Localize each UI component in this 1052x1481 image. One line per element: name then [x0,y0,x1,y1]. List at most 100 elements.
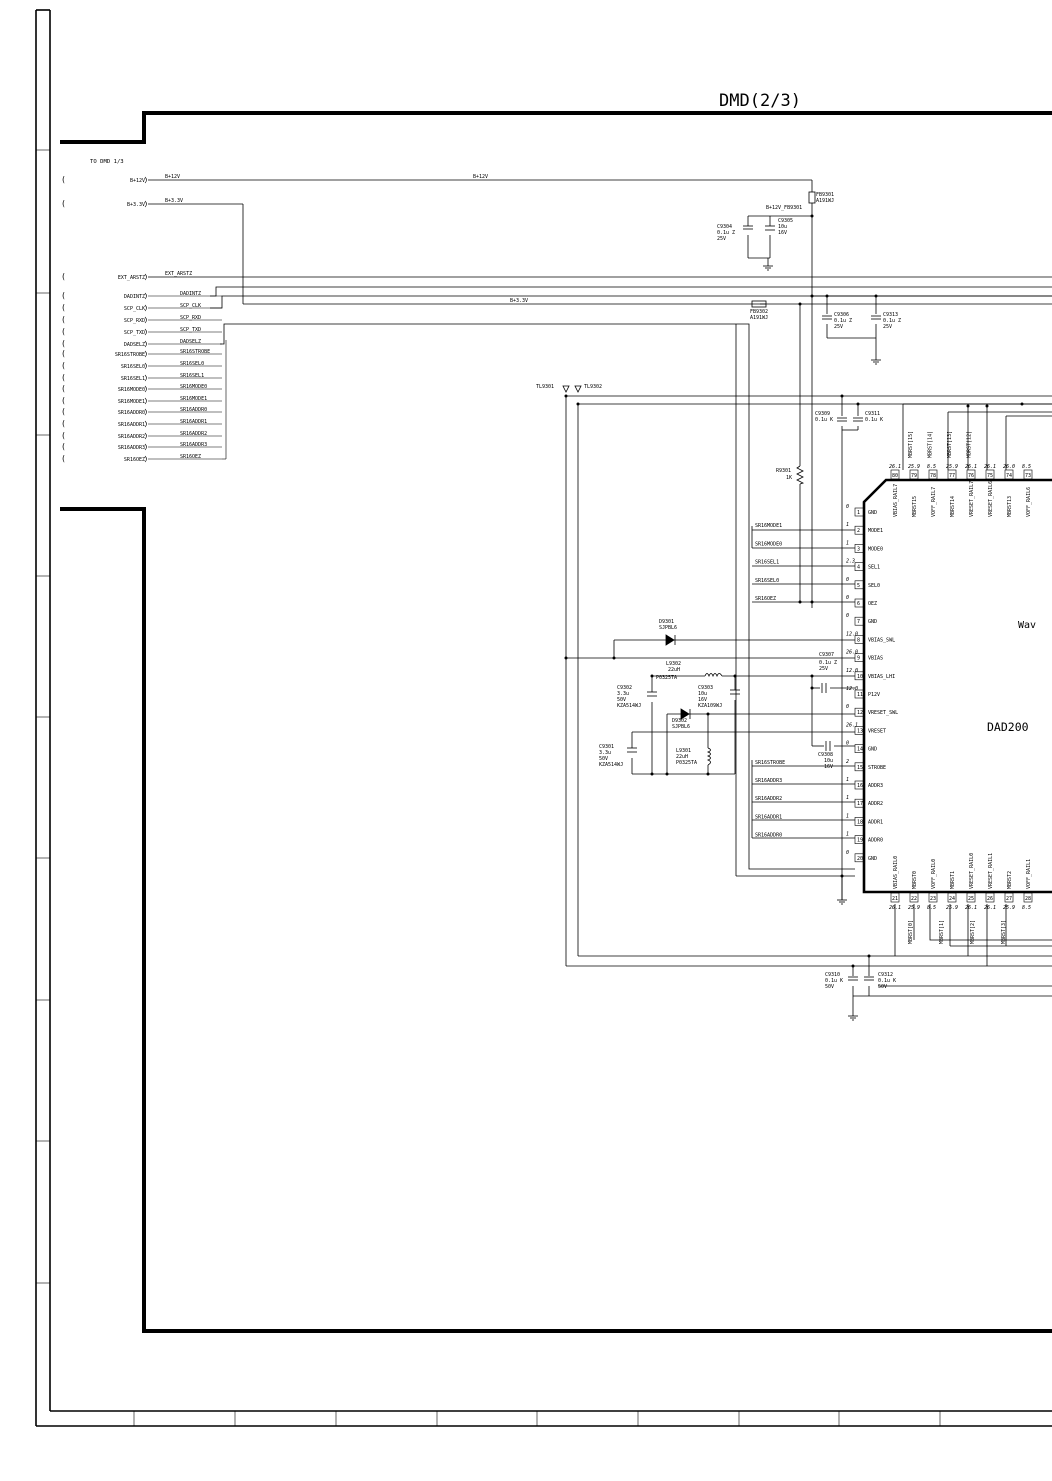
pin-box [1023,892,1033,903]
component-labels: FB9301 A191WJ B+12V_FB9301 C9304 0.1u Z … [473,174,901,990]
ic-bottom-pins: 2126.1VBIAS_RAIL02225.9MBRST0238.5VOFF_R… [889,853,1033,944]
connector-list: (B+12VB+12V(B+3.3VB+3.3V(EXT_ARSTZEXT_AR… [61,174,227,463]
connector-label: SCP_TXD [124,330,145,336]
svg-text:KZA109WJ: KZA109WJ [698,703,722,709]
pin-name: MBRST1 [950,871,956,889]
svg-text:0.1u Z: 0.1u Z [883,318,901,324]
pin-name: VOFF_RAIL7 [931,487,937,517]
pin-voltage: 12.0 [846,668,858,674]
net-label: SR16MODE1 [180,396,207,402]
pin-net-label: SR16MODE1 [755,523,782,529]
connector-paren: ( [61,349,66,358]
bottom-net-label: MBRST[1] [939,920,945,944]
pin-name: VBIAS_RAIL7 [893,484,899,517]
net-label: DADINTZ [180,291,201,297]
pin-voltage: 0 [846,741,849,747]
svg-text:A191WJ: A191WJ [750,315,768,321]
svg-text:0.1u K: 0.1u K [815,417,833,423]
pin-voltage: 12.0 [846,686,858,692]
svg-text:22uH: 22uH [676,754,688,760]
pin-voltage: 0 [846,850,849,856]
pin-net-label: SR16STROBE [755,760,785,766]
pin-net-label: SR16SEL0 [755,578,779,584]
pin-voltage: 0 [846,613,849,619]
pin-box [928,892,938,903]
net-label: SCP_TXD [180,327,201,333]
svg-text:B+12V_FB9301: B+12V_FB9301 [766,205,802,211]
connector-bracket [144,316,147,324]
pin-number: 77 [949,473,955,479]
connector-bracket [144,292,147,300]
pin-number: 73 [1025,473,1031,479]
pin-box [985,892,995,903]
pin-voltage: 1 [846,540,849,546]
pin-box [1023,469,1033,480]
svg-text:C9312: C9312 [878,972,893,978]
net-label: SCP_RXD [180,315,201,321]
pin-box [854,780,865,790]
pin-voltage: 0 [846,704,849,710]
bottom-net-label: MBRST[3] [1001,920,1007,944]
connector-label: SR16MODE1 [118,399,145,405]
connector-paren: ( [61,442,66,451]
connector-label: SR16SEL0 [121,364,145,370]
svg-text:FB9302: FB9302 [750,309,768,315]
pin-voltage: 8.5 [927,905,936,911]
connector-label: SR16OEZ [124,457,145,463]
svg-text:3.3u: 3.3u [617,691,629,697]
svg-text:D9301: D9301 [659,619,674,625]
pin-box [854,726,865,735]
pin-voltage: 26.1 [984,464,996,470]
pin-box [854,798,865,808]
top-net-label: MBRST[15] [908,431,914,458]
pin-number: 16 [857,783,863,789]
svg-text:10u: 10u [778,224,787,230]
svg-text:KZA514WJ: KZA514WJ [617,703,641,709]
pin-name: MBRST13 [1007,496,1013,517]
pin-name: MBRST0 [912,871,918,889]
svg-text:SJPBL6: SJPBL6 [659,625,677,631]
connector-label: B+12V [130,178,145,184]
pin-name: VRESET_RAIL6 [988,481,994,517]
pin-number: 79 [911,473,917,479]
pin-number: 22 [911,896,917,902]
pin-voltage: 25.9 [908,464,920,470]
pin-number: 23 [930,896,936,902]
pin-voltage: 0 [846,504,849,510]
net-label: SR16OEZ [180,454,201,460]
net-label: DADSELZ [180,339,201,345]
fb9302-symbol [751,300,767,308]
connector-label: SCP_RXD [124,318,145,324]
pin-voltage: 25.9 [946,464,958,470]
svg-text:C9309: C9309 [815,411,830,417]
svg-text:25V: 25V [883,324,892,330]
connector-paren: ( [61,315,66,324]
top-net-label: MBRST[14] [928,431,934,458]
bottom-net-label: MBRST[2] [970,920,976,944]
connector-label: SR16ADDR0 [118,410,145,416]
svg-text:16V: 16V [778,230,787,236]
connector-paren: ( [61,272,66,281]
pin-voltage: 25.9 [908,905,920,911]
pin-number: 80 [892,473,898,479]
wiring [148,179,1052,1016]
pin-number: 11 [857,692,863,698]
pin-name: VBIAS_LHI [868,674,895,680]
from-sheet-label: TO DMD 1/3 [90,159,124,165]
connector-paren: ( [61,419,66,428]
component-symbols [562,191,881,1021]
svg-text:SJPBL6: SJPBL6 [672,724,690,730]
